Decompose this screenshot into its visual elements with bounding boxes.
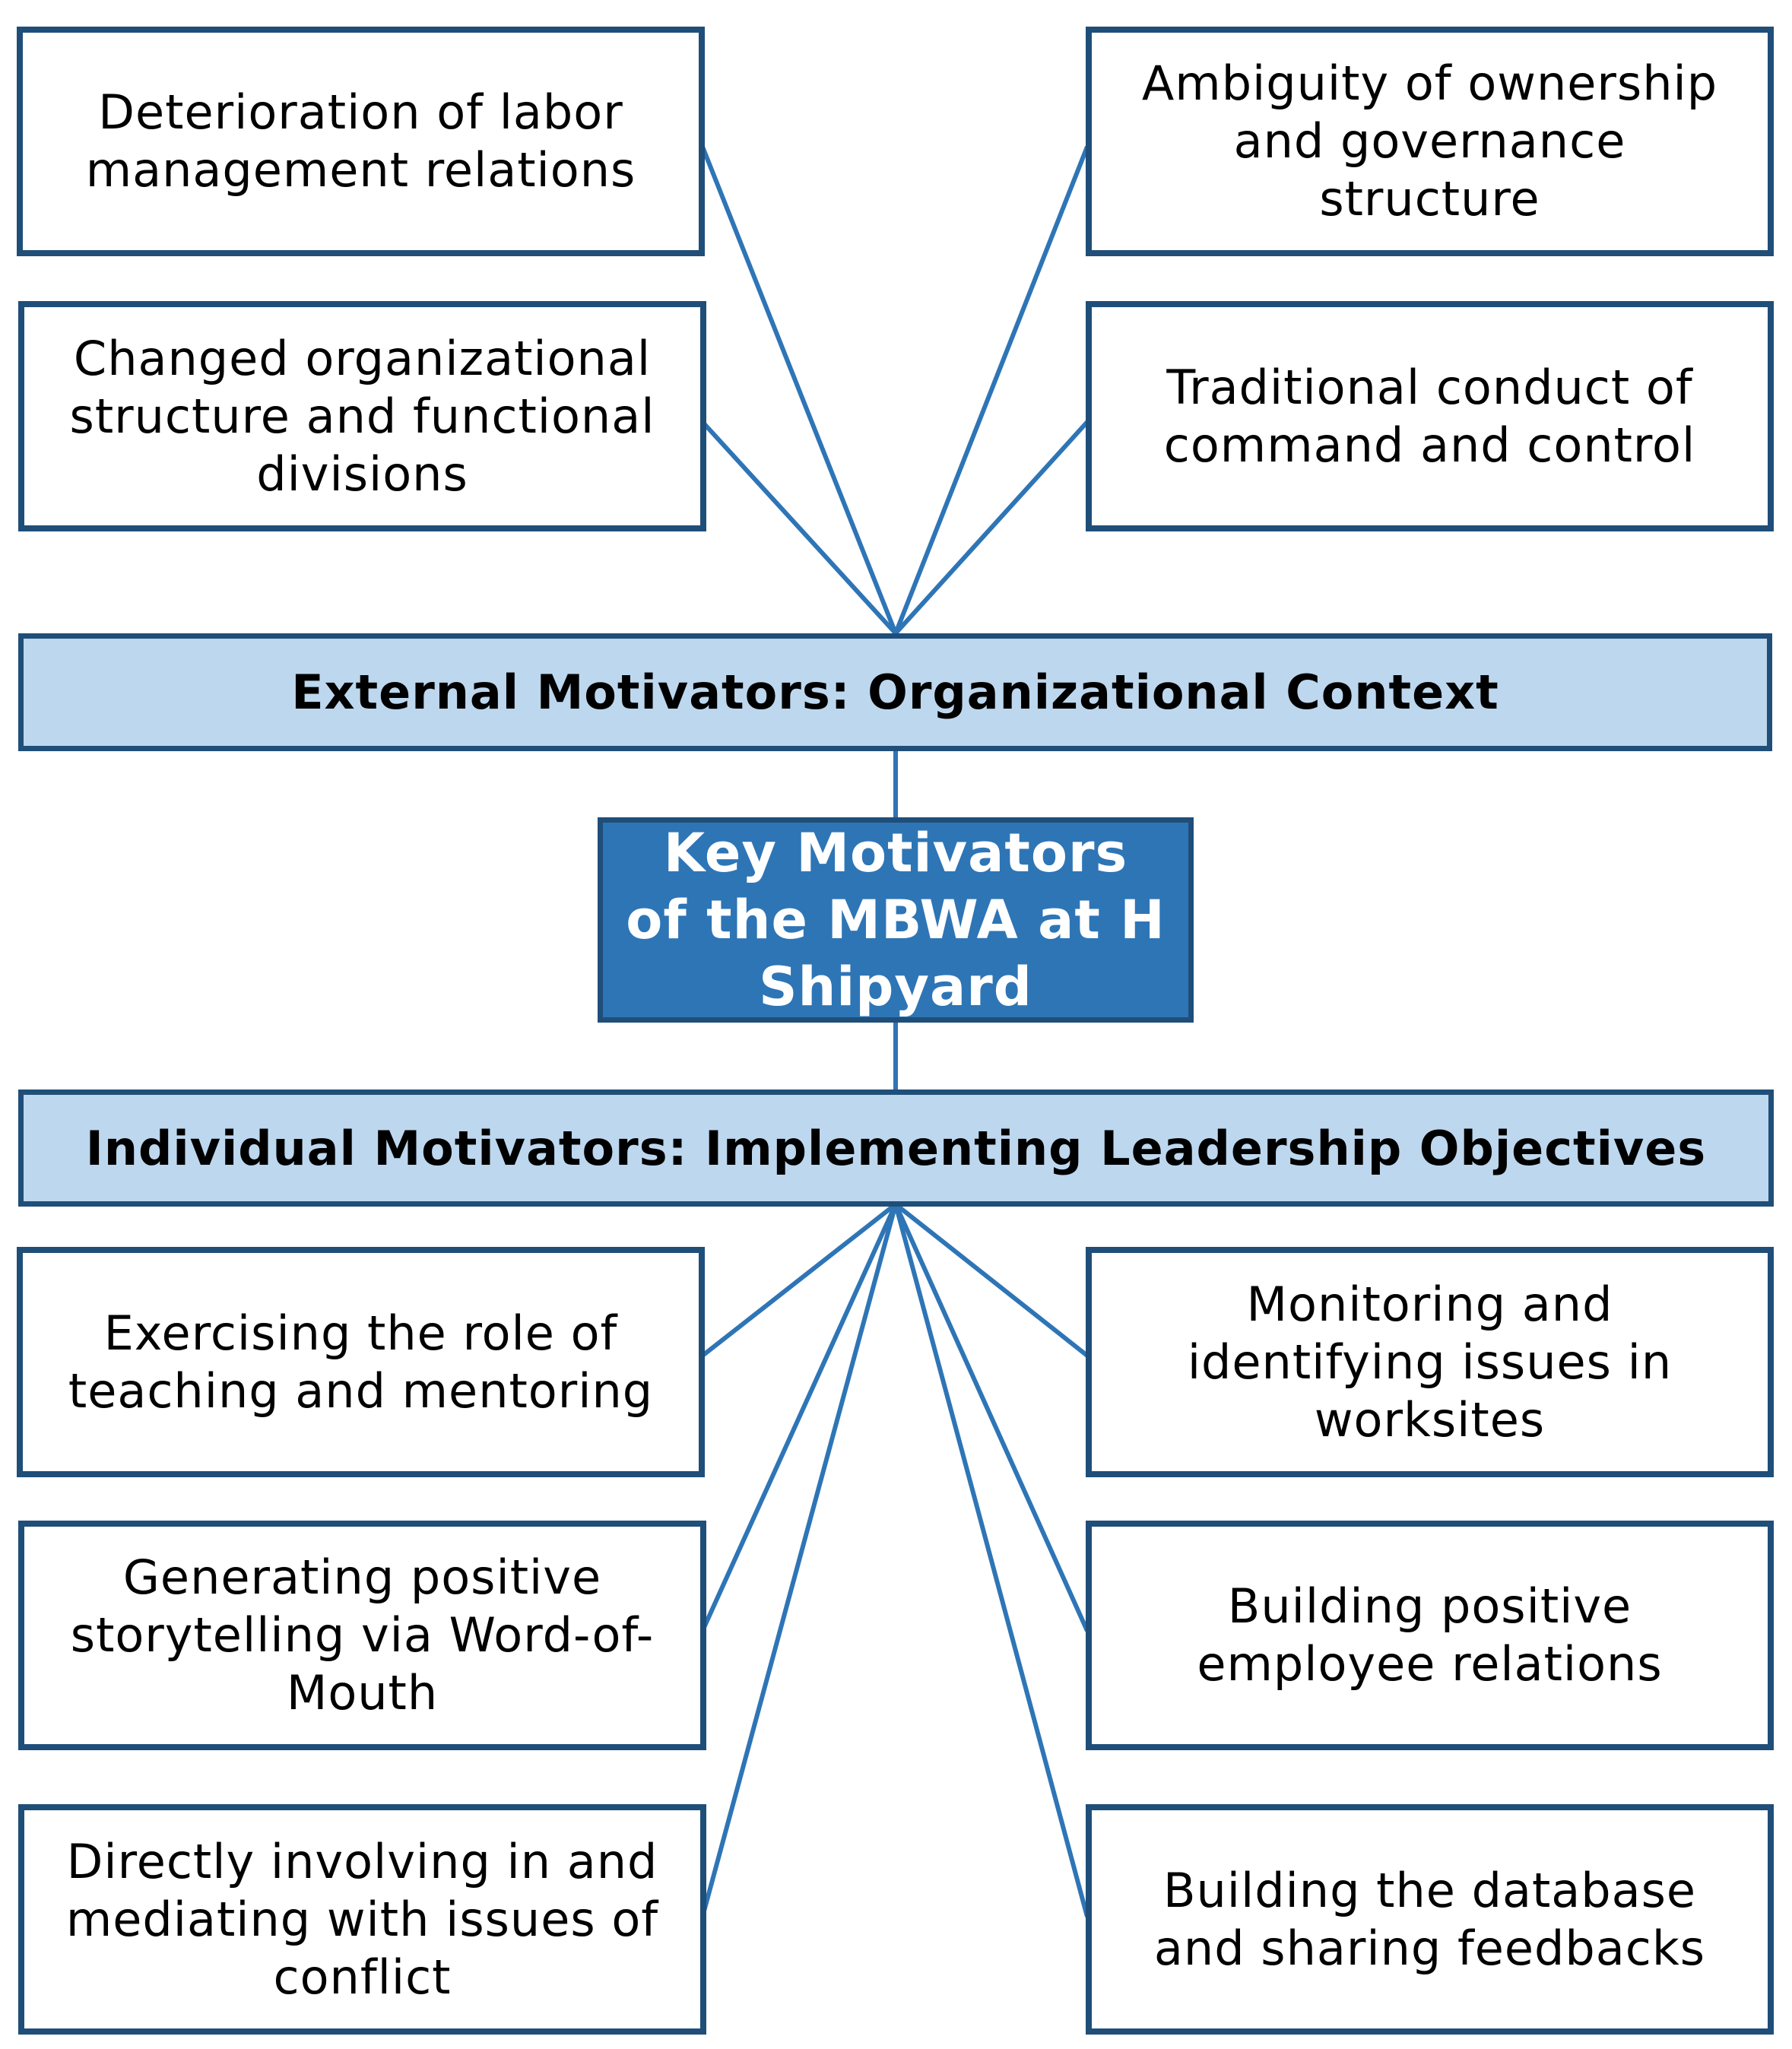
individual-motivator-text: Exercising the role of teaching and ment… [68, 1305, 654, 1419]
individual-motivator-text: Monitoring and identifying issues in wor… [1187, 1276, 1673, 1448]
connector-line [700, 1204, 898, 1917]
external-motivator-text: Deterioration of labor management relati… [85, 84, 636, 198]
individual-motivator-box: Monitoring and identifying issues in wor… [1086, 1247, 1774, 1477]
individual-motivator-text: Generating positive storytelling via Wor… [70, 1549, 655, 1721]
external-motivator-box: Changed organizational structure and fun… [18, 301, 706, 531]
external-motivators-band: External Motivators: Organizational Cont… [18, 633, 1772, 751]
connector-line [893, 1204, 1089, 1917]
connector-line [894, 1202, 1089, 1358]
connector-line [700, 145, 898, 635]
individual-motivators-label: Individual Motivators: Implementing Lead… [85, 1120, 1707, 1176]
individual-motivator-text: Building positive employee relations [1197, 1578, 1663, 1692]
external-motivator-text: Traditional conduct of command and contr… [1163, 359, 1696, 473]
external-motivator-text: Ambiguity of ownership and governance st… [1141, 56, 1718, 227]
connector-line [701, 1202, 897, 1358]
individual-motivator-text: Building the database and sharing feedba… [1153, 1862, 1706, 1976]
individual-motivator-box: Building positive employee relations [1086, 1521, 1774, 1750]
individual-motivator-box: Building the database and sharing feedba… [1086, 1804, 1774, 2035]
connector-line [893, 145, 1089, 635]
key-motivators-center-node: Key Motivators of the MBWA at H Shipyard [598, 817, 1194, 1023]
center-label: Key Motivators of the MBWA at H Shipyard [626, 822, 1166, 1018]
external-motivator-text: Changed organizational structure and fun… [69, 330, 655, 502]
individual-motivator-box: Exercising the role of teaching and ment… [17, 1247, 705, 1477]
individual-motivators-band: Individual Motivators: Implementing Lead… [18, 1090, 1774, 1207]
external-motivator-box: Deterioration of labor management relati… [17, 27, 705, 256]
individual-motivator-box: Generating positive storytelling via Wor… [18, 1521, 706, 1750]
external-motivator-box: Traditional conduct of command and contr… [1086, 301, 1774, 531]
connector-line [893, 1203, 1089, 1632]
individual-motivator-box: Directly involving in and mediating with… [18, 1804, 706, 2035]
connector-line [700, 1203, 898, 1632]
external-motivator-box: Ambiguity of ownership and governance st… [1086, 27, 1774, 256]
external-motivators-label: External Motivators: Organizational Cont… [291, 664, 1499, 720]
connector-line [700, 420, 898, 636]
individual-motivator-text: Directly involving in and mediating with… [65, 1833, 659, 2005]
connector-line [893, 420, 1089, 636]
